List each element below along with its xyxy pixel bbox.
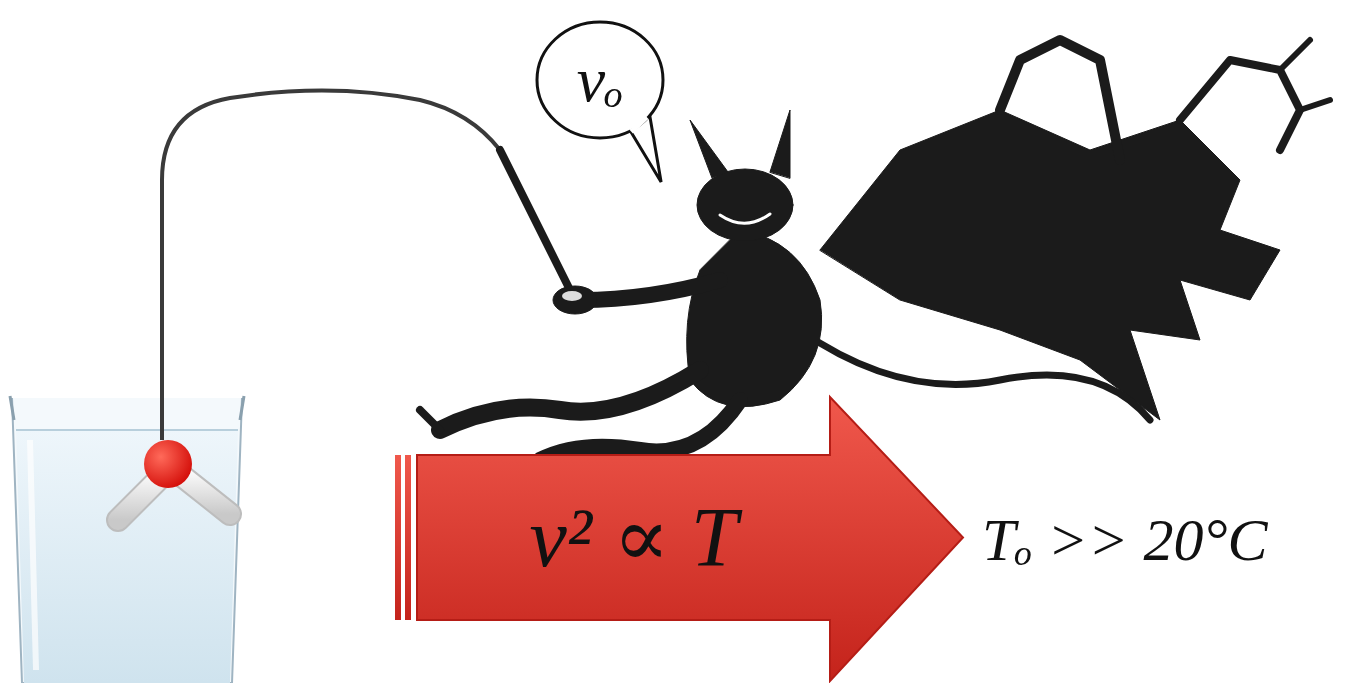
arrow-stripe xyxy=(405,455,411,620)
bubble-ellipse xyxy=(537,22,663,138)
arrow-stripe xyxy=(395,455,401,620)
water-molecule xyxy=(118,440,230,520)
water-glass xyxy=(10,396,244,683)
arrow-text: v² ∝ T xyxy=(529,496,737,580)
arrow-body xyxy=(417,397,963,681)
speech-text: vₒ xyxy=(577,48,624,112)
arrow-shape: v² ∝ T xyxy=(395,395,965,683)
fishing-line xyxy=(162,90,500,440)
temperature-label: Tₒ >> 20°C xyxy=(982,510,1268,570)
bubble-join xyxy=(631,117,647,131)
speech-bubble: vₒ xyxy=(535,20,665,140)
